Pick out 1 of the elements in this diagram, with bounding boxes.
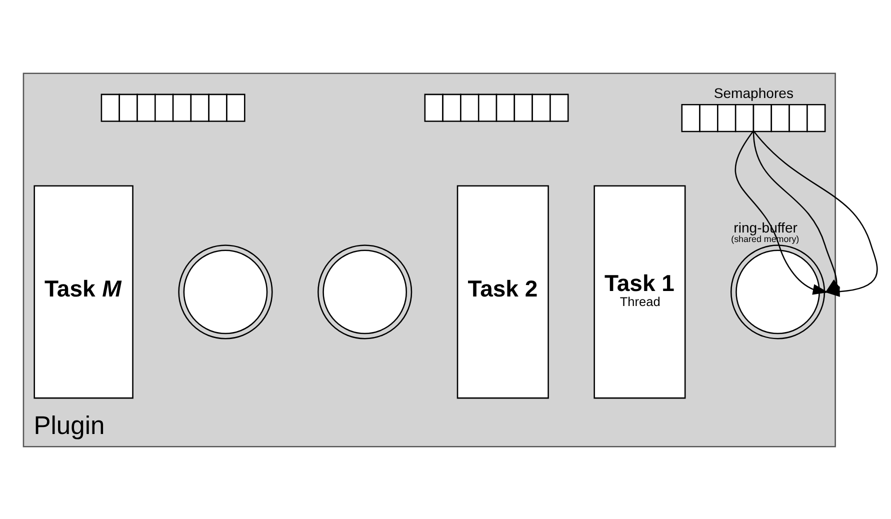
node-label: Semaphores (714, 84, 794, 101)
